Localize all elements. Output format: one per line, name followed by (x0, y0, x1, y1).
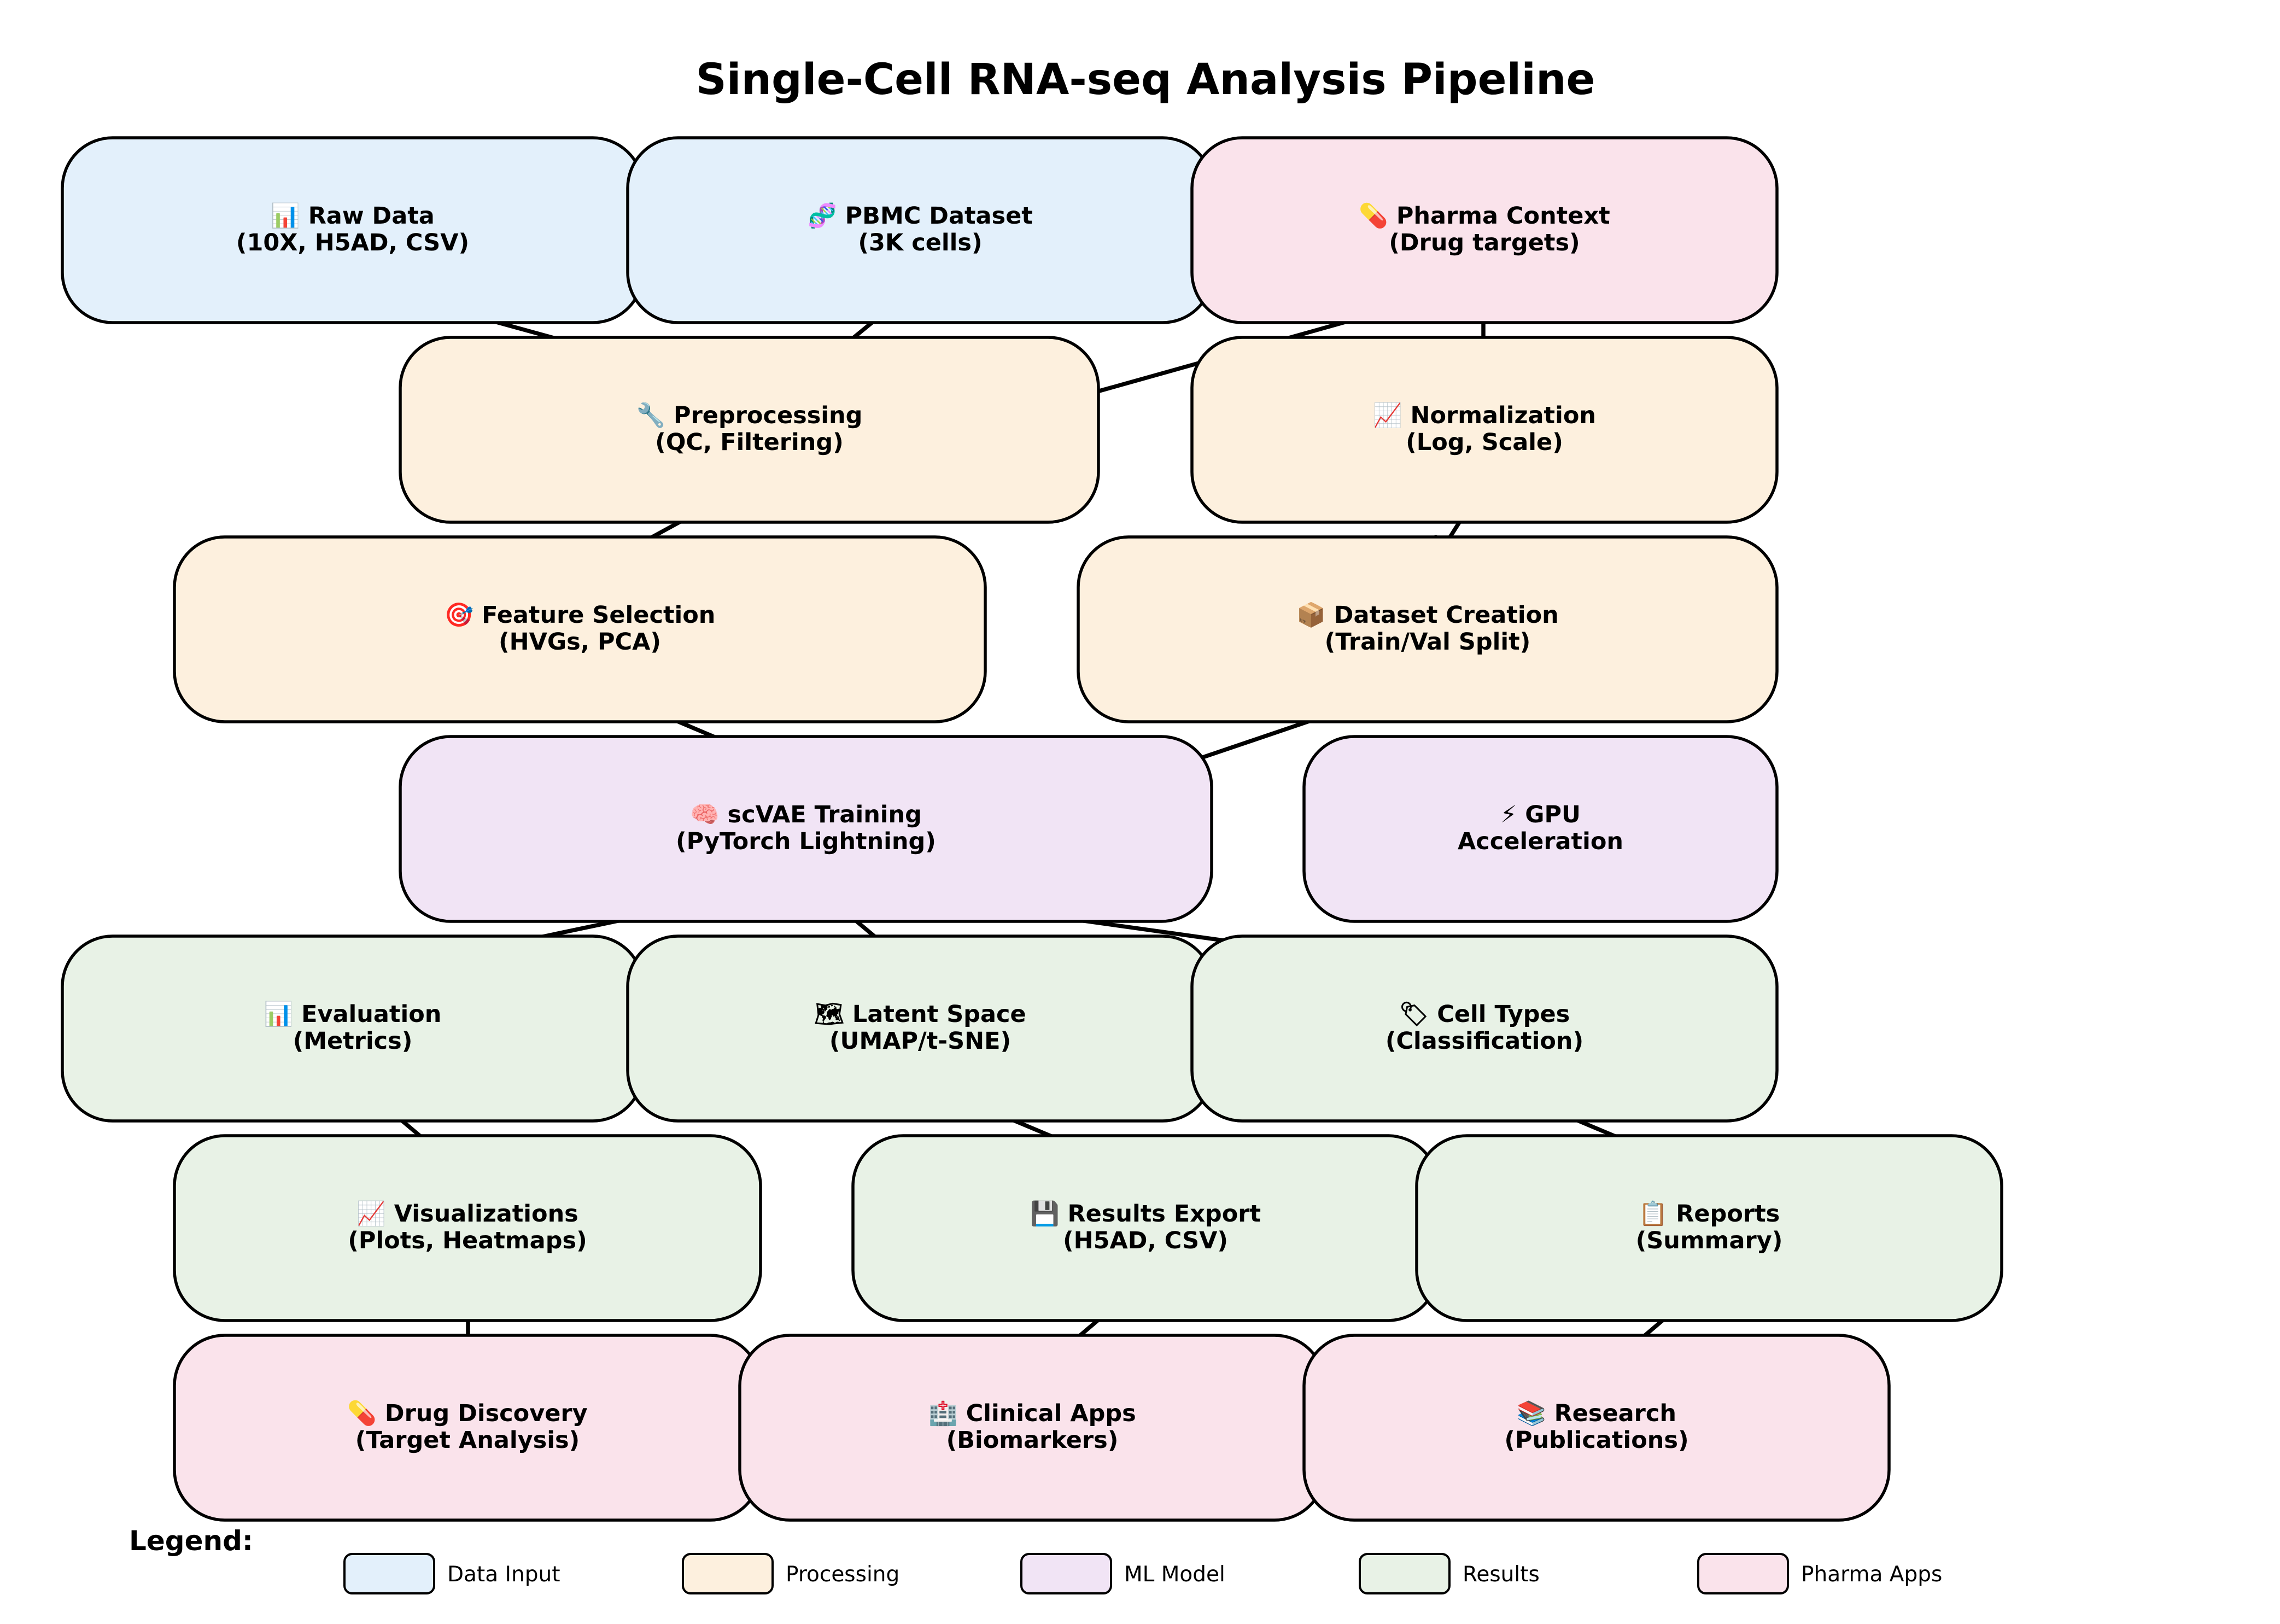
legend-swatch (1020, 1553, 1112, 1594)
legend-swatch (1697, 1553, 1789, 1594)
node-sublabel: (3K cells) (858, 229, 982, 256)
node-box (1302, 735, 1779, 923)
legend-label: Results (1463, 1562, 1540, 1587)
node-sublabel: (Biomarkers) (946, 1427, 1119, 1454)
legend-label: Data Input (447, 1562, 560, 1587)
node-label: 🏥 Clinical Apps (928, 1400, 1136, 1427)
node-export: 💾 Results Export(H5AD, CSV) (851, 1134, 1440, 1322)
node-feat: 🎯 Feature Selection(HVGs, PCA) (173, 535, 987, 723)
node-sublabel: (Summary) (1636, 1227, 1783, 1254)
node-raw: 📊 Raw Data(10X, H5AD, CSV) (61, 136, 645, 324)
legend-item-ml-model: ML Model (1020, 1553, 1225, 1594)
node-norm: 📈 Normalization(Log, Scale) (1190, 336, 1779, 524)
legend-title: Legend: (129, 1525, 253, 1557)
node-label: 📈 Visualizations (356, 1200, 578, 1228)
node-drug: 💊 Drug Discovery(Target Analysis) (173, 1334, 762, 1522)
node-sublabel: (H5AD, CSV) (1063, 1227, 1228, 1254)
node-sublabel: (HVGs, PCA) (499, 628, 661, 656)
node-dset: 📦 Dataset Creation(Train/Val Split) (1077, 535, 1779, 723)
node-viz: 📈 Visualizations(Plots, Heatmaps) (173, 1134, 762, 1322)
legend-swatch (682, 1553, 774, 1594)
node-label: 🧠 scVAE Training (690, 801, 922, 828)
node-label: 💊 Pharma Context (1359, 201, 1610, 230)
node-reports: 📋 Reports(Summary) (1415, 1134, 2003, 1322)
node-label: 🗺 Latent Space (814, 1001, 1026, 1028)
legend-item-results: Results (1359, 1553, 1540, 1594)
node-sublabel: (Plots, Heatmaps) (348, 1227, 587, 1254)
node-label: ⚡ GPU (1500, 801, 1581, 828)
node-box (399, 336, 1100, 524)
node-pbmc: 🧬 PBMC Dataset(3K cells) (626, 136, 1214, 324)
node-box (173, 1134, 762, 1322)
legend-item-processing: Processing (682, 1553, 899, 1594)
legend-swatch (343, 1553, 435, 1594)
node-label: 📚 Research (1517, 1400, 1676, 1427)
node-sublabel: (Publications) (1504, 1427, 1688, 1454)
node-cells: 🏷 Cell Types(Classification) (1190, 934, 1779, 1123)
node-box (1190, 136, 1779, 324)
node-sublabel: Acceleration (1458, 828, 1623, 855)
nodes-layer: 📊 Raw Data(10X, H5AD, CSV)🧬 PBMC Dataset… (61, 136, 2003, 1522)
node-prep: 🔧 Preprocessing(QC, Filtering) (399, 336, 1100, 524)
legend-item-pharma-apps: Pharma Apps (1697, 1553, 1942, 1594)
node-clinical: 🏥 Clinical Apps(Biomarkers) (738, 1334, 1326, 1522)
node-label: 💊 Drug Discovery (347, 1399, 587, 1427)
node-box (1190, 336, 1779, 524)
node-sublabel: (Classification) (1385, 1027, 1583, 1055)
node-research: 📚 Research(Publications) (1302, 1334, 1891, 1522)
node-label: 🏷 Cell Types (1399, 1001, 1570, 1028)
node-label: 🎯 Feature Selection (445, 601, 716, 629)
node-label: 📦 Dataset Creation (1296, 601, 1558, 629)
node-pharma: 💊 Pharma Context(Drug targets) (1190, 136, 1779, 324)
node-box (173, 535, 987, 723)
node-sublabel: (Log, Scale) (1406, 429, 1563, 456)
node-label: 📊 Raw Data (271, 202, 435, 230)
diagram-title: Single-Cell RNA-seq Analysis Pipeline (696, 55, 1595, 104)
node-label: 💾 Results Export (1030, 1200, 1261, 1228)
node-sublabel: (QC, Filtering) (655, 429, 844, 456)
node-sublabel: (Train/Val Split) (1325, 628, 1531, 656)
node-sublabel: (10X, H5AD, CSV) (236, 229, 469, 256)
node-eval: 📊 Evaluation(Metrics) (61, 934, 645, 1123)
node-label: 📈 Normalization (1373, 402, 1596, 429)
node-scvae: 🧠 scVAE Training(PyTorch Lightning) (399, 735, 1213, 923)
node-box (1302, 1334, 1891, 1522)
node-label: 📋 Reports (1639, 1200, 1780, 1228)
legend-swatch (1359, 1553, 1451, 1594)
node-latent: 🗺 Latent Space(UMAP/t-SNE) (626, 934, 1214, 1123)
node-sublabel: (Drug targets) (1389, 229, 1580, 256)
node-box (1077, 535, 1779, 723)
legend: Legend: Data Input Processing ML Model Resu… (129, 1525, 1942, 1594)
node-sublabel: (PyTorch Lightning) (676, 828, 936, 855)
legend-item-data-input: Data Input (343, 1553, 560, 1594)
node-box (1415, 1134, 2003, 1322)
node-sublabel: (Metrics) (293, 1027, 413, 1055)
node-label: 📊 Evaluation (264, 1001, 442, 1028)
node-sublabel: (Target Analysis) (355, 1427, 580, 1454)
node-label: 🔧 Preprocessing (636, 401, 863, 429)
node-label: 🧬 PBMC Dataset (808, 201, 1033, 230)
legend-label: ML Model (1124, 1562, 1225, 1587)
node-sublabel: (UMAP/t-SNE) (829, 1027, 1011, 1055)
node-box (1190, 934, 1779, 1123)
node-box (399, 735, 1213, 923)
legend-label: Processing (786, 1562, 899, 1587)
legend-label: Pharma Apps (1801, 1562, 1942, 1587)
